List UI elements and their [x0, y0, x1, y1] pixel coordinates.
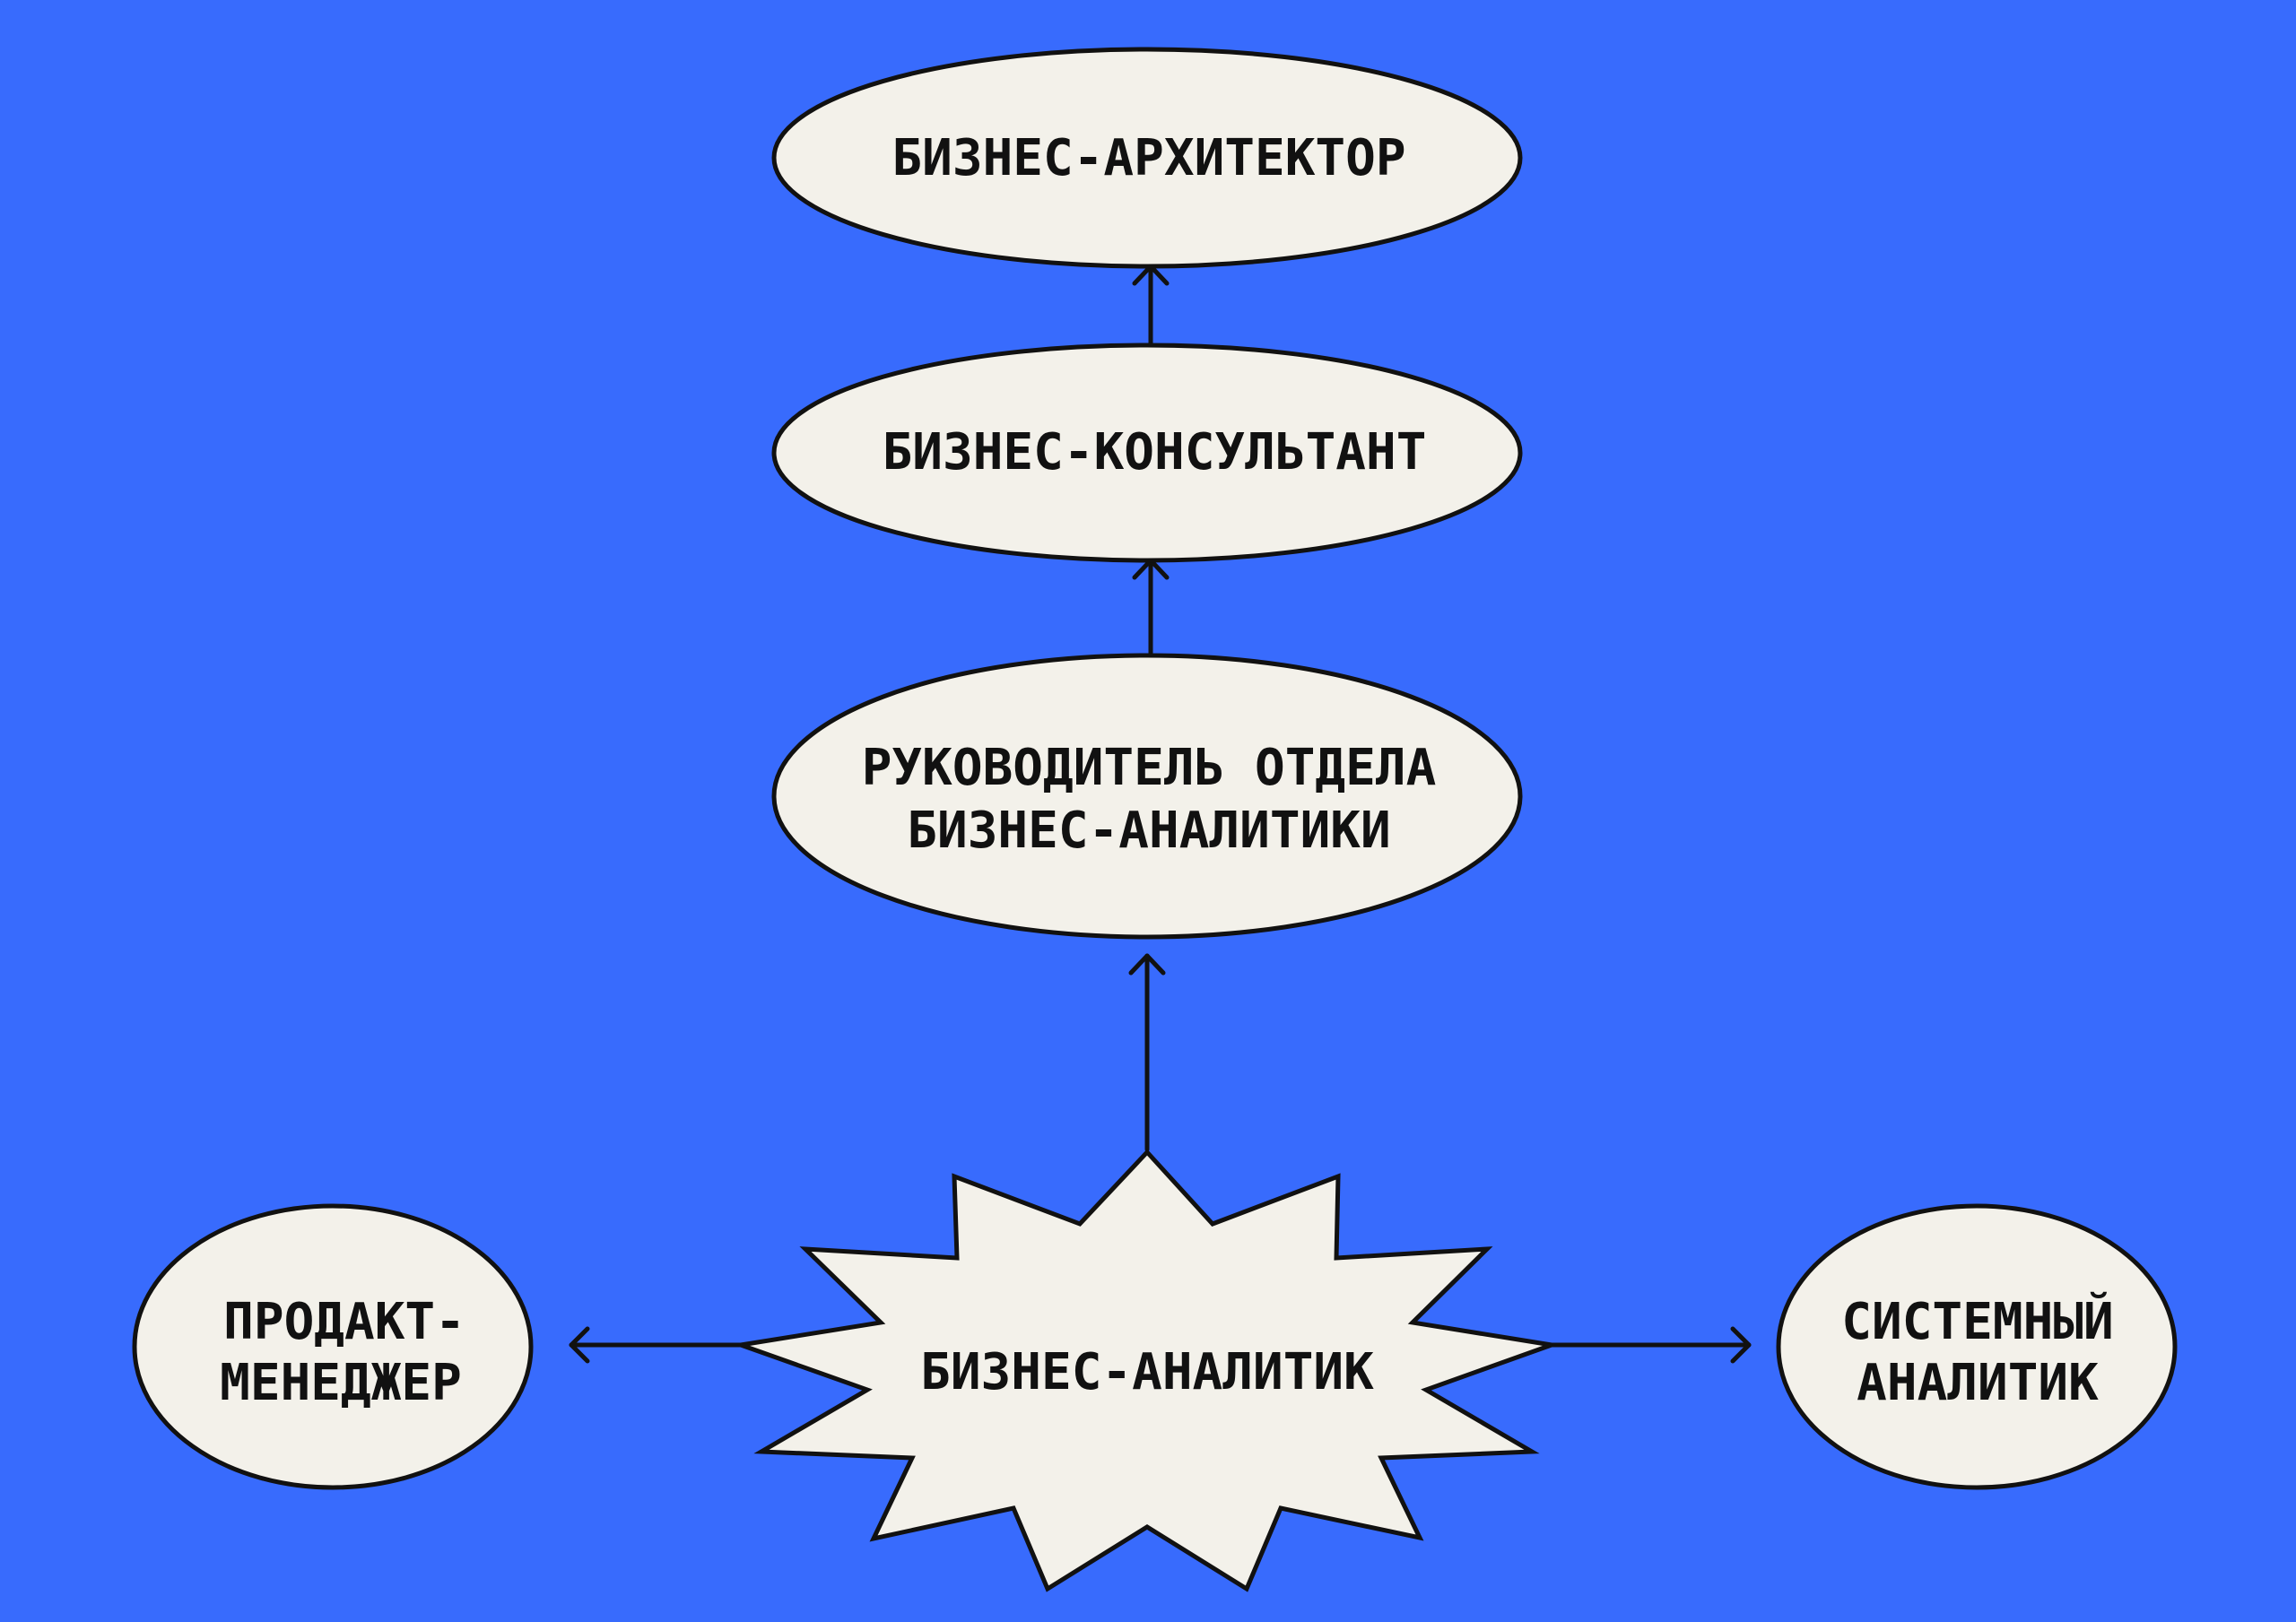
edge-analyst-to-product-manager — [569, 1326, 744, 1364]
node-business-architect-label: БИЗНЕС-АРХИТЕКТОР — [891, 129, 1405, 187]
node-business-consultant-shape — [771, 343, 1523, 563]
node-business-consultant: БИЗНЕС-КОНСУЛЬТАНТ — [771, 343, 1523, 563]
node-business-architect-shape — [771, 47, 1523, 269]
edge-analyst-to-system-analyst — [1549, 1326, 1752, 1364]
edge-head-to-consultant — [1132, 558, 1170, 655]
node-system-analyst-shape — [1776, 1203, 2178, 1490]
edge-consultant-to-architect — [1132, 264, 1170, 348]
node-business-analyst: БИЗНЕС-АНАЛИТИК — [740, 1149, 1552, 1592]
node-product-manager: ПРОДАКТ- МЕНЕДЖЕР — [132, 1203, 534, 1490]
node-head-of-department-label-line1: РУКОВОДИТЕЛЬ ОТДЕЛА — [862, 739, 1437, 797]
node-head-of-department-label-line2: БИЗНЕС-АНАЛИТИКИ — [907, 802, 1390, 860]
node-product-manager-label-line1: ПРОДАКТ- — [223, 1293, 465, 1351]
node-head-of-department: РУКОВОДИТЕЛЬ ОТДЕЛА БИЗНЕС-АНАЛИТИКИ — [771, 653, 1523, 940]
node-system-analyst: СИСТЕМНЫЙ АНАЛИТИК — [1776, 1203, 2178, 1490]
node-system-analyst-label-line2: АНАЛИТИК — [1857, 1354, 2099, 1412]
node-business-architect: БИЗНЕС-АРХИТЕКТОР — [771, 47, 1523, 269]
node-business-analyst-starburst-shape — [740, 1149, 1552, 1592]
edge-analyst-to-head — [1128, 953, 1166, 1152]
node-business-analyst-label: БИЗНЕС-АНАЛИТИК — [920, 1343, 1374, 1401]
node-head-of-department-shape — [771, 653, 1523, 940]
node-system-analyst-label-line1: СИСТЕМНЫЙ — [1841, 1292, 2113, 1351]
node-business-consultant-label: БИЗНЕС-КОНСУЛЬТАНТ — [883, 423, 1427, 481]
node-product-manager-shape — [132, 1203, 534, 1490]
node-product-manager-label-line2: МЕНЕДЖЕР — [220, 1354, 462, 1412]
